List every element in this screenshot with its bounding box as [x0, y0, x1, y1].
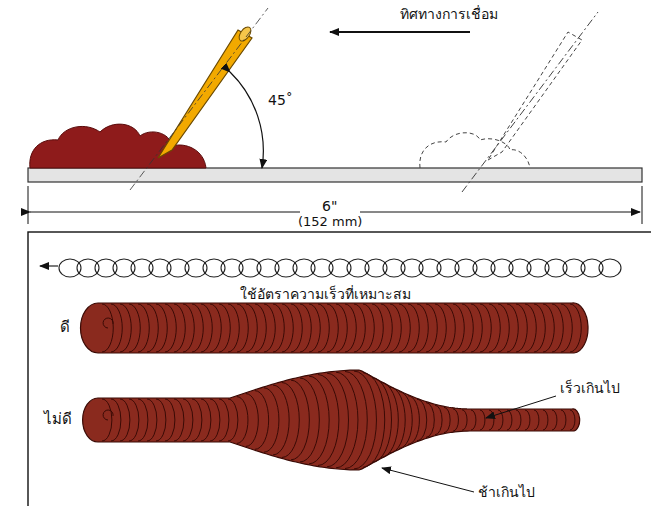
label: ช้าเกินไป — [478, 484, 535, 501]
label: ทิศทางการเชื่อม — [400, 6, 498, 23]
angle-arc — [230, 72, 263, 168]
later-position — [420, 12, 598, 192]
label: 6" — [322, 198, 337, 215]
weave-arrow — [40, 265, 58, 266]
label: 45˚ — [268, 92, 293, 109]
bad-bead — [83, 370, 580, 470]
panel — [28, 232, 651, 506]
weave-motion — [59, 259, 621, 277]
label: ใช้อัตราความเร็วที่เหมาะสม — [240, 286, 411, 303]
electrode — [158, 30, 252, 158]
label: เร็วเกินไป — [560, 380, 620, 397]
centre-line — [130, 8, 268, 190]
leader-line — [382, 468, 474, 492]
label: ดี — [60, 318, 70, 336]
direction-arrow — [330, 31, 470, 33]
label: (152 mm) — [298, 214, 362, 230]
base-plate — [28, 168, 642, 182]
electrode-end — [237, 25, 254, 43]
good-bead — [81, 303, 589, 353]
label: ไม่ดี — [44, 410, 72, 428]
leader-line — [486, 396, 556, 418]
